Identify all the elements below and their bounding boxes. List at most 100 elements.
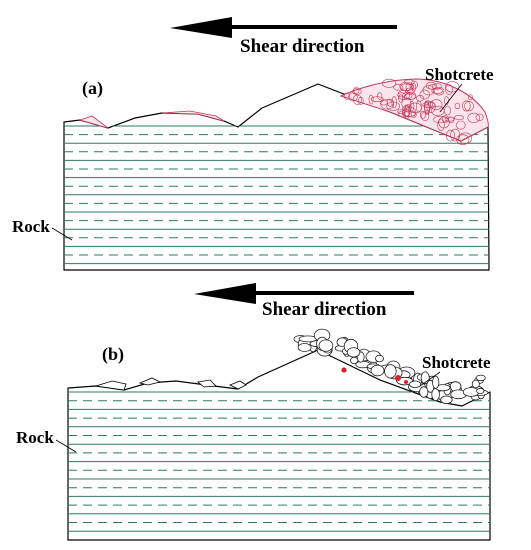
shotcrete-label-a: Shotcrete (425, 65, 494, 84)
aggregate-pebble (408, 102, 422, 114)
aggregate-pebble (467, 112, 481, 123)
aggregate-pebble (404, 105, 410, 118)
aggregate-pebble (398, 94, 404, 103)
aggregate-pebble (422, 85, 435, 96)
shotcrete-residue-a (78, 115, 109, 129)
debris-pebble (350, 356, 359, 365)
aggregate-pebble (441, 115, 450, 123)
rock-label-b: Rock (16, 428, 54, 447)
debris-pebble (370, 364, 385, 377)
aggregate-pebble (379, 99, 388, 106)
aggregate-pebble (353, 86, 360, 94)
aggregate-pebble (368, 94, 374, 105)
panel-a: Shear direction (a) Shotcrete Rock (12, 17, 494, 271)
aggregate-pebble (458, 132, 473, 144)
aggregate-pebble (445, 129, 455, 142)
shear-arrow-head-a (170, 17, 232, 38)
aggregate-pebble (400, 83, 414, 91)
aggregate-pebble (393, 83, 404, 91)
shotcrete-label-b: Shotcrete (422, 353, 491, 372)
aggregate-pebble (454, 102, 461, 109)
shotcrete-aggregate-a (343, 78, 484, 145)
debris-pebble (318, 339, 334, 352)
aggregate-pebble (475, 113, 484, 121)
debris-flake-b4 (229, 380, 247, 390)
aggregate-pebble (419, 89, 430, 100)
panel-label-a: (a) (82, 78, 103, 99)
debris-flake-b1 (95, 380, 127, 391)
rock-strata-b (68, 391, 490, 532)
aggregate-pebble (404, 108, 410, 120)
aggregate-pebble (434, 86, 445, 96)
aggregate-pebble (464, 100, 474, 112)
shotcrete-leader-b (419, 371, 441, 387)
debris-pebble (346, 347, 361, 358)
shear-direction-label-a: Shear direction (240, 36, 365, 57)
debris-pebble (432, 375, 440, 389)
debris-flake-b2 (138, 377, 162, 386)
aggregate-pebble (377, 92, 383, 100)
aggregate-pebble (386, 101, 401, 111)
aggregate-pebble (445, 81, 460, 93)
aggregate-pebble (455, 120, 466, 130)
aggregate-pebble (343, 92, 350, 100)
debris-pebble (475, 374, 486, 382)
debris-pebble (440, 395, 453, 404)
aggregate-pebble (421, 111, 430, 121)
aggregate-pebble (444, 105, 451, 116)
aggregate-pebble (416, 94, 425, 102)
aggregate-pebble (456, 134, 470, 145)
debris-pebble (375, 354, 384, 363)
shotcrete-residue-a2 (161, 110, 225, 122)
shear-direction-label-b: Shear direction (262, 299, 387, 320)
aggregate-pebble (444, 116, 455, 122)
rock-body-a (63, 83, 490, 271)
aggregate-pebble (431, 87, 443, 94)
aggregate-pebble (409, 100, 415, 112)
aggregate-pebble (380, 99, 395, 110)
debris-pebble (419, 386, 429, 398)
panel-b: Shear direction (b) Shotcrete Rock (16, 283, 491, 541)
aggregate-pebble (348, 92, 358, 102)
aggregate-pebble (437, 118, 445, 131)
aggregate-pebble (419, 111, 426, 119)
aggregate-pebble (445, 84, 453, 95)
aggregate-pebble (402, 107, 417, 118)
shear-arrow-shaft-a (230, 25, 397, 29)
shear-arrow-a (170, 17, 397, 38)
shotcrete-leader-a (439, 83, 463, 113)
panel-label-b: (b) (102, 344, 124, 365)
debris-pebble (297, 343, 312, 352)
rock-leader-a (51, 227, 73, 241)
aggregate-pebble (430, 99, 443, 111)
aggregate-pebble (403, 93, 417, 100)
shear-arrow-head-b (194, 283, 256, 304)
rock-body-b (67, 349, 491, 541)
debris-pebble (384, 364, 397, 379)
debris-pebble (408, 380, 422, 388)
red-fragment-1 (341, 367, 347, 373)
debris-flake-b3 (197, 379, 217, 388)
debris-pebble (476, 387, 485, 394)
red-fragment-2 (395, 375, 401, 381)
aggregate-pebble (438, 116, 450, 129)
rock-strata-a (64, 125, 489, 265)
aggregate-pebble (426, 101, 436, 113)
aggregate-pebble (403, 79, 415, 85)
rock-label-a: Rock (12, 217, 50, 236)
shear-arrow-shaft-b (254, 291, 414, 295)
aggregate-pebble (382, 78, 397, 88)
rock-leader-b (55, 439, 77, 453)
aggregate-pebble (432, 83, 442, 90)
aggregate-pebble (410, 111, 417, 118)
red-fragment-3 (404, 380, 408, 384)
aggregate-pebble (397, 89, 410, 101)
aggregate-pebble (352, 94, 362, 105)
aggregate-pebble (357, 97, 364, 106)
aggregate-pebble (453, 115, 464, 121)
aggregate-pebble (468, 94, 473, 101)
aggregate-pebble (462, 100, 471, 112)
aggregate-pebble (433, 115, 448, 124)
debris-pebble (471, 379, 480, 389)
